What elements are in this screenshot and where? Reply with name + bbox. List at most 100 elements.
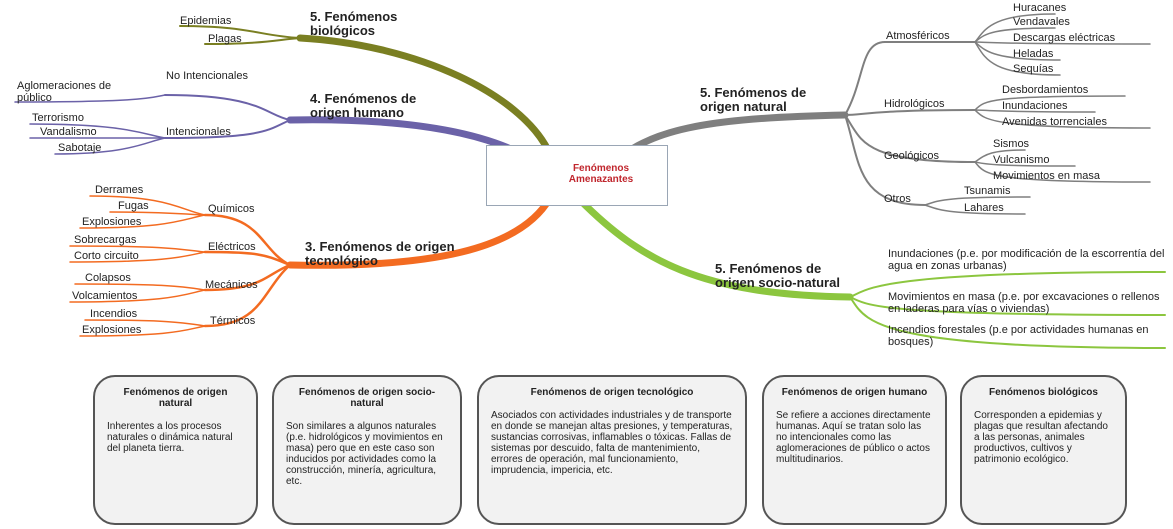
connector-tech-main: [286, 194, 554, 269]
card-natural: Fenómenos de origen natural Inherentes a…: [93, 375, 258, 525]
connector-tech-colapsos: [74, 283, 206, 291]
human-item: Terrorismo: [32, 112, 84, 124]
natural-group-label: Otros: [884, 193, 911, 205]
connector-tech-electricos: [203, 250, 292, 267]
tech-group-label: Térmicos: [210, 315, 256, 327]
natural-item: Huracanes: [1013, 2, 1067, 14]
natural-item: Descargas eléctricas: [1013, 32, 1116, 44]
connector-tech-corto: [69, 251, 206, 263]
biological-item: Plagas: [208, 33, 242, 45]
socio-natural-title: 5. Fenómenos de origen socio-natural: [715, 261, 840, 290]
connector-human-no-intencionales: [164, 94, 291, 121]
tech-item: Volcamientos: [72, 290, 138, 302]
connector-tech-explosiones1: [79, 214, 206, 229]
card-title: Fenómenos de origen tecnológico: [530, 387, 694, 398]
human-item: Sabotaje: [58, 142, 102, 154]
human-item: Aglomeraciones de público: [17, 80, 112, 104]
connector-tech-sobrecargas: [69, 245, 206, 253]
human-group-label: No Intencionales: [166, 70, 248, 82]
tech-item: Corto circuito: [74, 250, 139, 262]
natural-group-label: Atmosféricos: [886, 30, 950, 42]
socio-natural-item: Movimientos en masa (p.e. por excavacion…: [888, 291, 1160, 315]
connector-tech-incendios: [84, 319, 206, 327]
card-body: Asociados con actividades industriales y…: [491, 410, 733, 476]
card-title: Fenómenos biológicos: [989, 387, 1098, 398]
connector-natural-heladas: [974, 41, 1061, 61]
connector-tech-explosiones2: [79, 325, 206, 337]
card-body: Se refiere a acciones directamente human…: [776, 410, 931, 465]
connector-socio-inundaciones: [849, 271, 1166, 298]
connector-natural-inundaciones: [974, 109, 1096, 113]
human-group-label: Intencionales: [166, 126, 231, 138]
connector-natural-hidrologicos: [844, 109, 976, 116]
connector-human-sabotaje: [54, 137, 166, 155]
natural-item: Sismos: [993, 138, 1030, 150]
natural-title: 5. Fenómenos de origen natural: [700, 85, 807, 114]
connector-human-intencionales: [164, 119, 291, 139]
card-human: Fenómenos de origen humano Se refiere a …: [762, 375, 947, 525]
connector-natural-descargas: [974, 41, 1151, 45]
tech-item: Incendios: [90, 308, 138, 320]
natural-item: Lahares: [964, 202, 1004, 214]
connector-socio-incendios: [849, 296, 1166, 349]
connector-natural-huracanes: [974, 13, 1056, 43]
connector-socio-movimientos: [849, 296, 1166, 316]
tech-item: Sobrecargas: [74, 234, 137, 246]
connector-human-terrorismo: [29, 123, 166, 139]
natural-item: Vulcanismo: [993, 154, 1050, 166]
natural-item: Vendavales: [1013, 16, 1070, 28]
card-body: Inherentes a los procesos naturales o di…: [107, 421, 233, 454]
connector-tech-quimicos: [203, 213, 292, 267]
connector-tech-fugas: [109, 211, 206, 216]
connector-tech-mecanicos: [203, 263, 292, 292]
card-socio-natural: Fenómenos de origen socio-natural Son si…: [272, 375, 462, 525]
connector-natural-vulcanismo: [974, 161, 1076, 167]
biological-title: 5. Fenómenos biológicos: [310, 9, 398, 38]
technological-title: 3. Fenómenos de origen tecnológico: [305, 239, 455, 268]
biological-item: Epidemias: [180, 15, 232, 27]
center-node: [486, 145, 668, 206]
tech-item: Derrames: [95, 184, 144, 196]
connector-biological-main: [296, 34, 552, 154]
tech-item: Explosiones: [82, 324, 142, 336]
natural-group-label: Geológicos: [884, 150, 940, 162]
connector-natural-tsunamis: [924, 196, 1031, 206]
tech-item: Fugas: [118, 200, 149, 212]
connector-natural-geologicos: [844, 114, 976, 163]
socio-natural-item: Incendios forestales (p.e por actividade…: [888, 324, 1149, 348]
connector-natural-otros: [844, 114, 926, 206]
natural-item: Sequías: [1013, 63, 1054, 75]
connector-tech-volcamientos: [69, 289, 206, 303]
natural-item: Tsunamis: [964, 185, 1011, 197]
connector-human-aglomeraciones: [14, 94, 166, 103]
card-body: Son similares a algunos naturales (p.e. …: [286, 421, 443, 487]
card-title: Fenómenos de origen socio-natural: [298, 387, 436, 409]
card-technological: Fenómenos de origen tecnológico Asociado…: [477, 375, 747, 525]
connector-natural-movimientos: [974, 161, 1151, 183]
human-item: Vandalismo: [40, 126, 97, 138]
natural-item: Desbordamientos: [1002, 84, 1089, 96]
tech-group-label: Químicos: [208, 203, 255, 215]
natural-item: Avenidas torrenciales: [1002, 116, 1107, 128]
tech-item: Explosiones: [82, 216, 142, 228]
connector-natural-sismos: [974, 149, 1026, 163]
natural-item: Heladas: [1013, 48, 1054, 60]
connector-biological-plagas: [204, 37, 301, 45]
natural-group-label: Hidrológicos: [884, 98, 945, 110]
connector-natural-sequias: [974, 41, 1061, 76]
connector-tech-termicos: [203, 263, 292, 328]
connector-natural-vendavales: [974, 27, 1056, 43]
connector-biological-epidemias: [179, 25, 301, 39]
connector-natural-atmosfericos: [844, 41, 886, 116]
human-title: 4. Fenómenos de origen humano: [310, 91, 417, 120]
card-title: Fenómenos de origen humano: [781, 387, 928, 398]
tech-item: Colapsos: [85, 272, 131, 284]
socio-natural-item: Inundaciones (p.e. por modificación de l…: [888, 248, 1165, 272]
card-body: Corresponden a epidemias y plagas que re…: [974, 410, 1108, 465]
connector-natural-desbordamientos: [974, 95, 1126, 111]
card-title: Fenómenos de origen natural: [123, 387, 228, 409]
center-title: Fenómenos Amenazantes: [568, 163, 634, 185]
connector-tech-derrames: [89, 195, 206, 216]
connector-socio-main: [576, 196, 854, 301]
